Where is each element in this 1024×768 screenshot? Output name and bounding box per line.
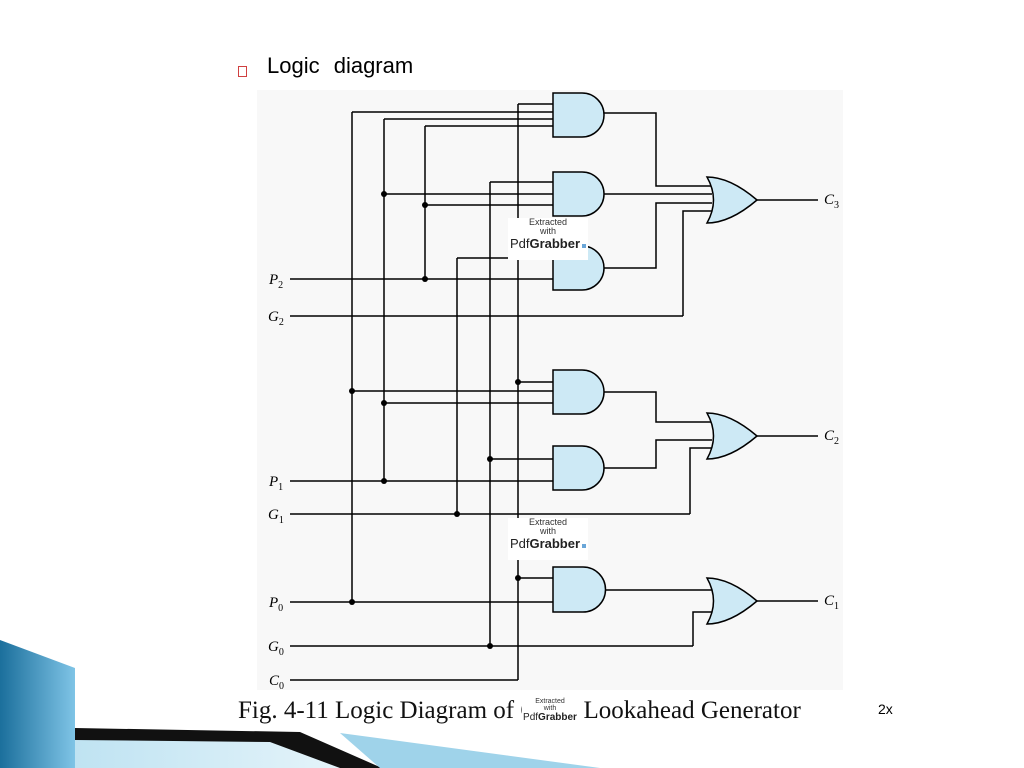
label-c2: C2 xyxy=(824,428,839,447)
label-p1: P1 xyxy=(268,474,283,493)
label-g0: G0 xyxy=(268,639,284,658)
label-p0: P0 xyxy=(268,595,283,614)
and-gate xyxy=(552,171,605,217)
and-gate xyxy=(552,566,607,613)
bullet-icon xyxy=(238,66,247,77)
figure-caption: Fig. 4-11 Logic Diagram of Carry Lookahe… xyxy=(238,697,801,724)
watermark: Extracted with PdfGrabber xyxy=(522,698,578,726)
label-c3: C3 xyxy=(824,192,839,211)
page-tag: 2x xyxy=(878,701,893,717)
watermark: Extracted with PdfGrabber xyxy=(508,217,588,260)
and-gate xyxy=(552,92,605,138)
label-g2: G2 xyxy=(268,309,284,328)
and-gate xyxy=(552,369,605,415)
watermark-dot-icon xyxy=(582,243,587,248)
watermark: Extracted with PdfGrabber xyxy=(508,517,588,560)
watermark-dot-icon xyxy=(582,543,587,548)
or-gate xyxy=(705,577,759,625)
or-gate xyxy=(705,412,759,460)
label-p2: P2 xyxy=(268,272,283,291)
or-gate xyxy=(705,176,759,224)
label-c0: C0 xyxy=(269,673,284,692)
label-c1: C1 xyxy=(824,593,839,612)
slide-title: Logic diagram xyxy=(267,53,414,78)
label-g1: G1 xyxy=(268,507,284,526)
and-gate xyxy=(552,445,605,491)
